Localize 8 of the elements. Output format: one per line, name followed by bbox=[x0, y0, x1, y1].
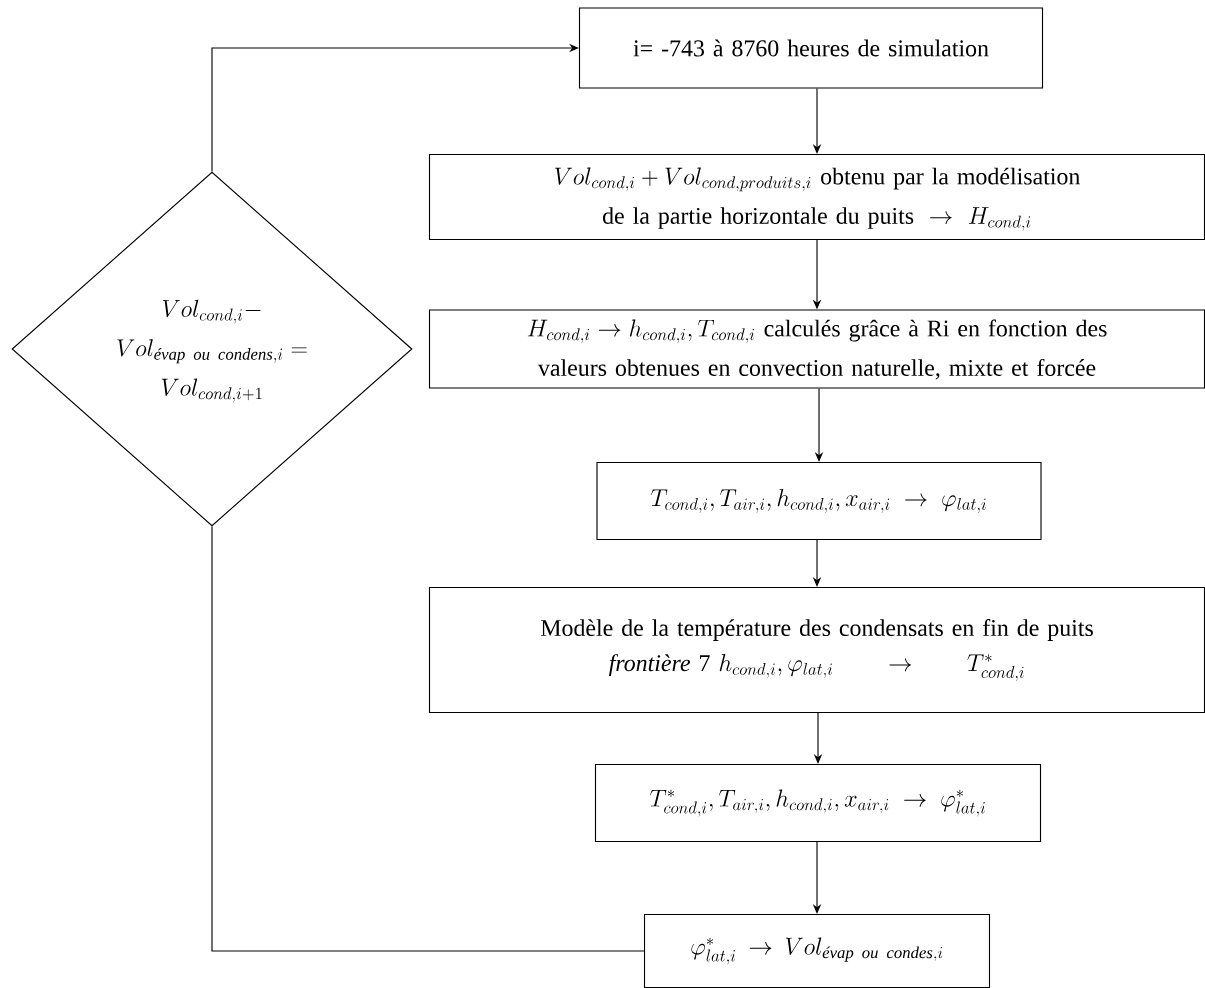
process-box: i= -743 à 8760 heures de simulation bbox=[578, 7, 1044, 89]
process-box: $\varphi^{*}_{lat,i} \to Vol_{\textit{évap ou condes},i}$ bbox=[643, 913, 991, 988]
process-box: $\begin{gathered}Vol_{cond,i} + Vol_{cond,produits,i} \text{ obtenu par la modélisation}\\ \text{de la partie horizontale du puits } \to\ H_{cond,i}\end{gathered}$ bbox=[428, 153, 1205, 241]
process-box: $T_{cond,i}, T_{air,i}, h_{cond,i}, x_{air,i} \to \varphi_{lat,i}$ bbox=[596, 461, 1042, 541]
arrow bbox=[211, 43, 579, 173]
process-box: $\begin{gathered}H_{cond,i} \to h_{cond,i}, T_{cond,i} \text{ calculés grâce à Ri en fonction des}\\ \text{valeurs obtenues en convection naturelle, mixte et forcée}\end{gathered}$ bbox=[428, 309, 1205, 389]
process-box: Modèle de la température des condensats en fin de puits $\textit{frontière} \text{ 7 } h_{cond,i}, \varphi_{lat,i} \quad\to\quad T^{*}_{cond,i}$ bbox=[428, 586, 1205, 714]
process-box: $T^{*}_{cond,i}, T_{air,i}, h_{cond,i}, x_{air,i} \to \varphi^{*}_{lat,i}$ bbox=[594, 763, 1042, 843]
